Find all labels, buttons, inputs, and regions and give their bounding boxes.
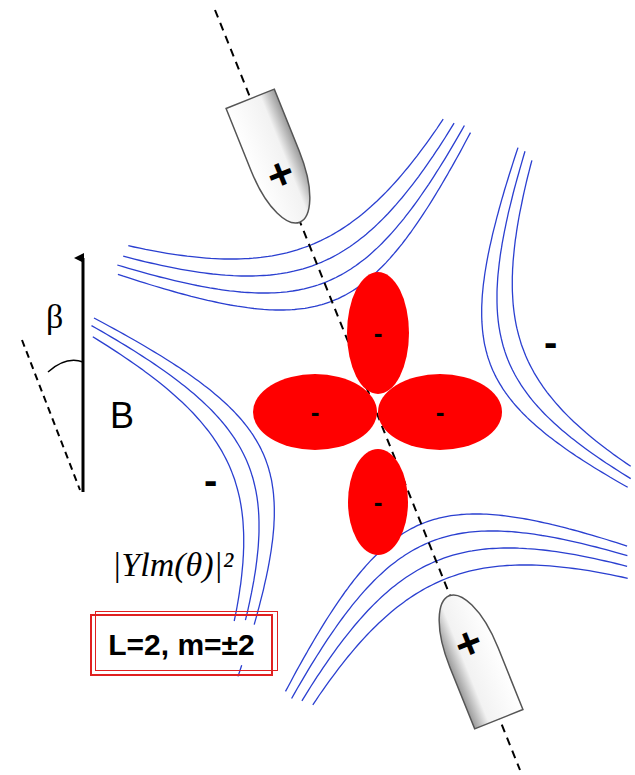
quantum-number-box: L=2, m=±2 — [90, 614, 273, 676]
box-label: L=2, m=±2 — [108, 630, 255, 660]
field-line — [497, 151, 631, 478]
charge-sign: - — [311, 399, 320, 425]
angle-reference-line — [22, 340, 80, 490]
field-line — [94, 318, 274, 625]
field-line — [482, 148, 628, 488]
orbital-lobe: - — [347, 272, 409, 394]
charge-sign: - — [204, 460, 217, 500]
tip-electrode: + — [423, 584, 525, 730]
field-symbol: B — [110, 398, 134, 434]
orbital-lobe: - — [378, 374, 502, 450]
charge-sign: - — [436, 399, 445, 425]
field-line — [93, 337, 244, 621]
angle-arc — [48, 360, 83, 372]
field-arrow — [82, 258, 85, 492]
tip-axis — [215, 10, 520, 770]
charge-sign: - — [374, 320, 383, 346]
orbital-lobe: - — [348, 449, 408, 555]
orbital-lobe: - — [253, 374, 377, 450]
field-line — [92, 326, 260, 621]
charge-sign: - — [544, 322, 557, 362]
angle-symbol: β — [46, 300, 63, 334]
tip-electrode: + — [224, 87, 326, 233]
formula: |Ylm(θ)|² — [112, 548, 233, 582]
charge-sign: - — [374, 489, 383, 515]
field-line — [512, 160, 630, 466]
